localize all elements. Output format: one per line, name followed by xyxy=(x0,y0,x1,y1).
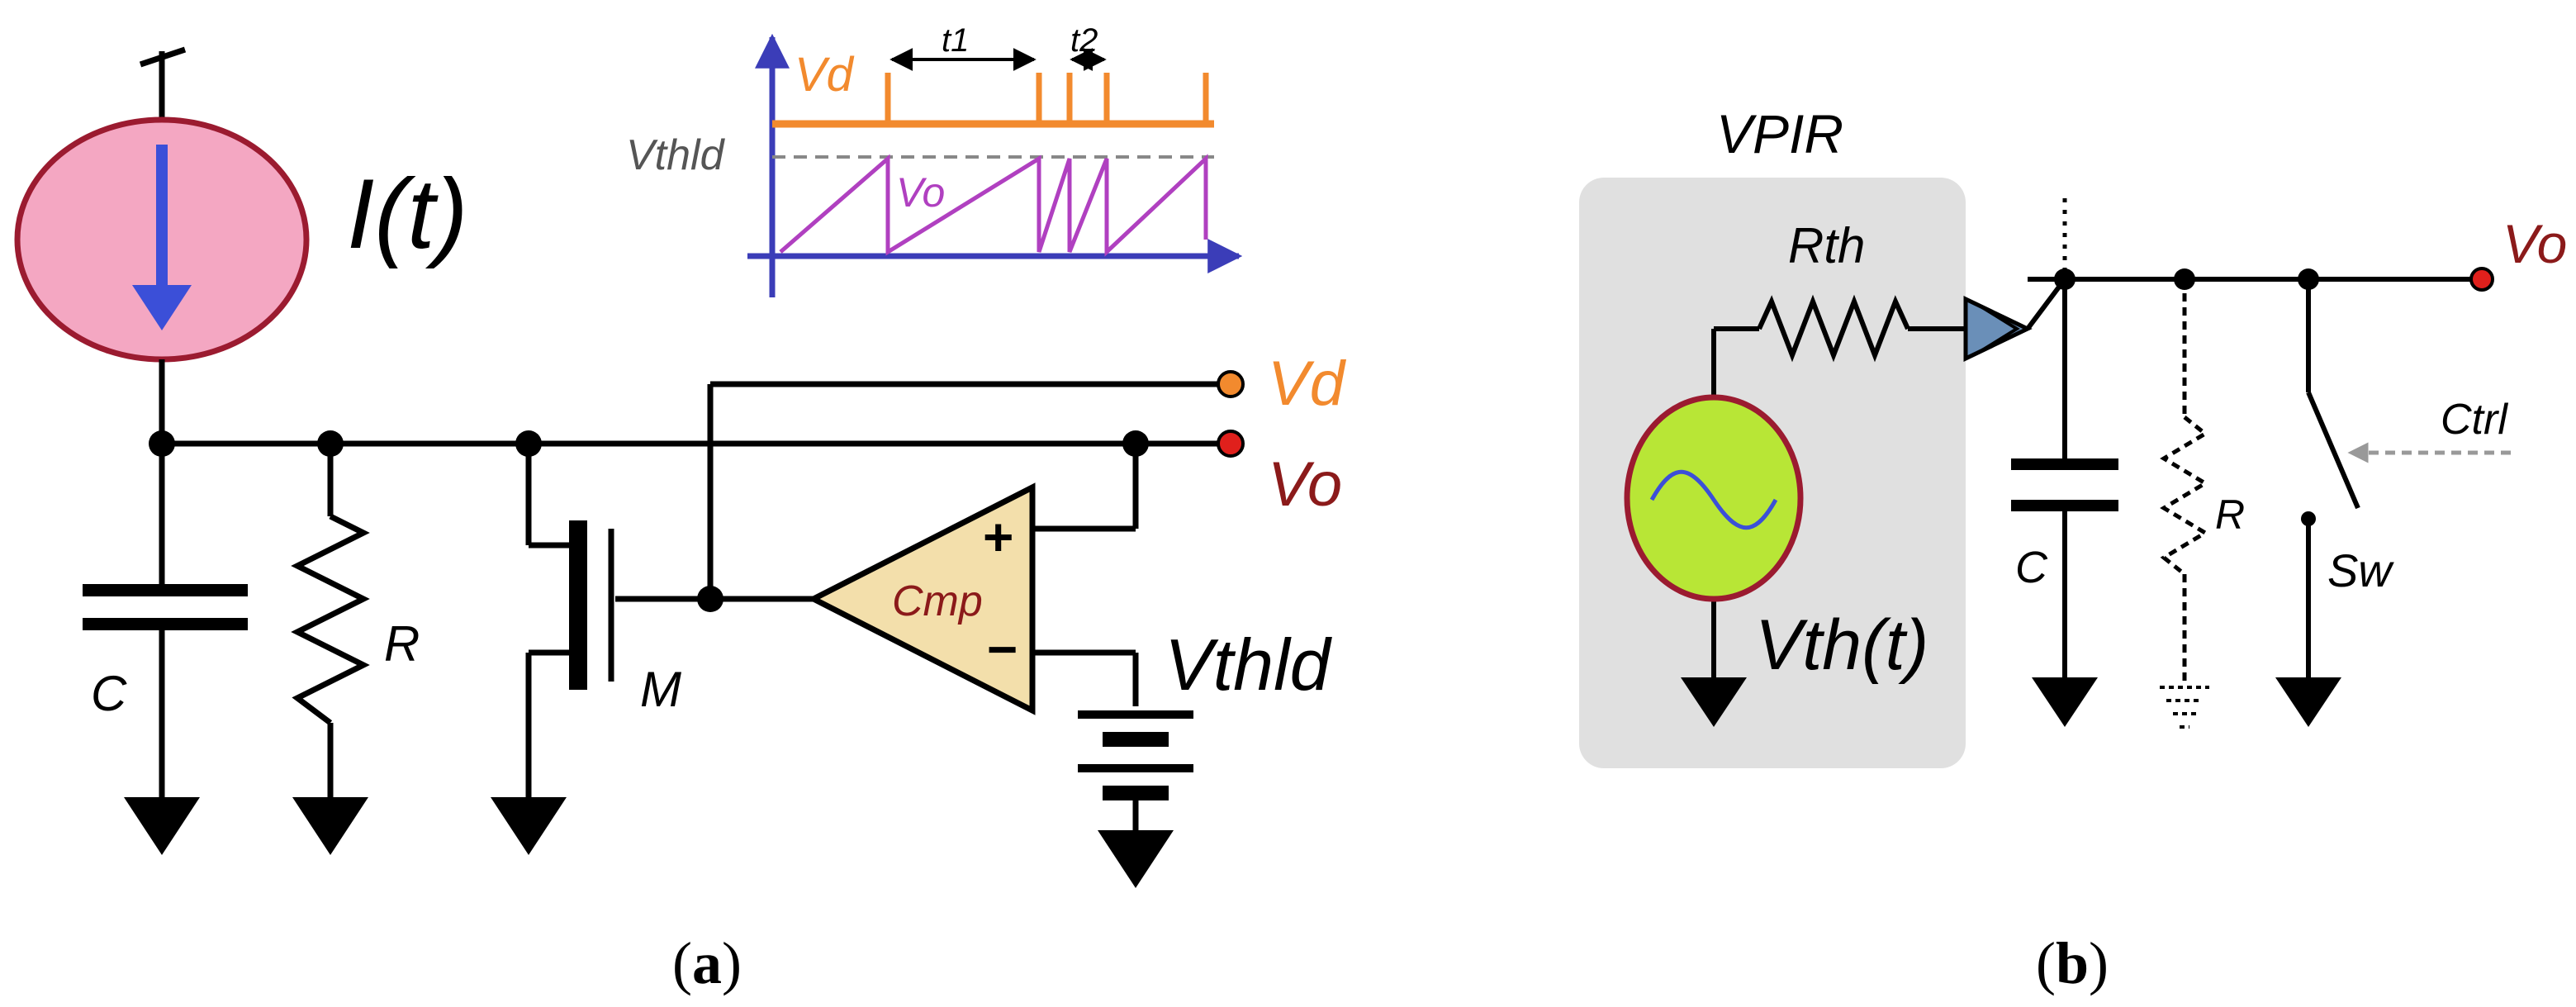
capacitor-c-b xyxy=(2011,458,2118,511)
resistor-label-b: R xyxy=(2215,492,2245,538)
capacitor-c xyxy=(83,584,248,630)
inset-threshold-label: Vthld xyxy=(626,131,726,179)
switch-label: Sw xyxy=(2327,544,2394,596)
panel-a: I(t) xyxy=(14,22,1347,996)
ctrl-label: Ctrl xyxy=(2441,396,2508,444)
supply-symbol xyxy=(139,46,187,124)
comparator-plus: + xyxy=(983,507,1013,567)
inset-t1-label: t1 xyxy=(942,22,969,59)
dashed-ground xyxy=(2160,686,2209,729)
comparator-label: Cmp xyxy=(892,577,983,625)
inset-vd-label: Vd xyxy=(795,48,855,102)
inset-t2-label: t2 xyxy=(1070,22,1098,59)
caption-a: (a) xyxy=(672,930,742,996)
capacitor-label-b: C xyxy=(2015,543,2048,592)
resistor-rth xyxy=(1757,294,1910,363)
voltage-source xyxy=(1624,394,1804,602)
comparator xyxy=(807,482,1036,715)
threshold-label: Vthld xyxy=(1165,624,1333,705)
vo-terminal-b xyxy=(2469,267,2494,292)
resistor-r-dashed xyxy=(2160,279,2209,686)
current-source xyxy=(14,116,310,363)
transistor-label: M xyxy=(640,662,681,717)
vd-output-label: Vd xyxy=(1268,349,1347,419)
panel-b-grounds xyxy=(1681,677,2341,727)
vo-output-label: Vo xyxy=(1268,449,1342,520)
panel-b-junctions xyxy=(2054,268,2319,290)
vo-terminal xyxy=(1217,430,1245,458)
vth-source-label: Vth(t) xyxy=(1755,606,1928,685)
threshold-battery xyxy=(1078,710,1193,830)
vo-output-label-b: Vo xyxy=(2502,213,2567,274)
panel-a-grounds xyxy=(124,797,1174,888)
resistor-label: R xyxy=(384,616,420,672)
pir-connector xyxy=(1963,296,2033,362)
transistor-m xyxy=(569,520,614,690)
caption-b: (b) xyxy=(2036,930,2109,996)
comparator-minus: − xyxy=(987,620,1018,679)
rth-label: Rth xyxy=(1788,218,1865,273)
panel-a-junctions xyxy=(149,430,1149,612)
switch-sw xyxy=(2301,391,2360,526)
inset-vo-label: Vo xyxy=(896,169,945,216)
vd-terminal xyxy=(1217,370,1245,398)
current-source-label: I(t) xyxy=(347,159,468,269)
pir-source-label: VPIR xyxy=(1716,103,1843,164)
resistor-r xyxy=(291,513,370,725)
inset-waveform xyxy=(747,33,1243,297)
capacitor-label: C xyxy=(91,666,127,721)
panel-b-wires xyxy=(1711,277,2482,677)
panel-b: VPIR Rth Vth(t) xyxy=(1579,103,2567,996)
